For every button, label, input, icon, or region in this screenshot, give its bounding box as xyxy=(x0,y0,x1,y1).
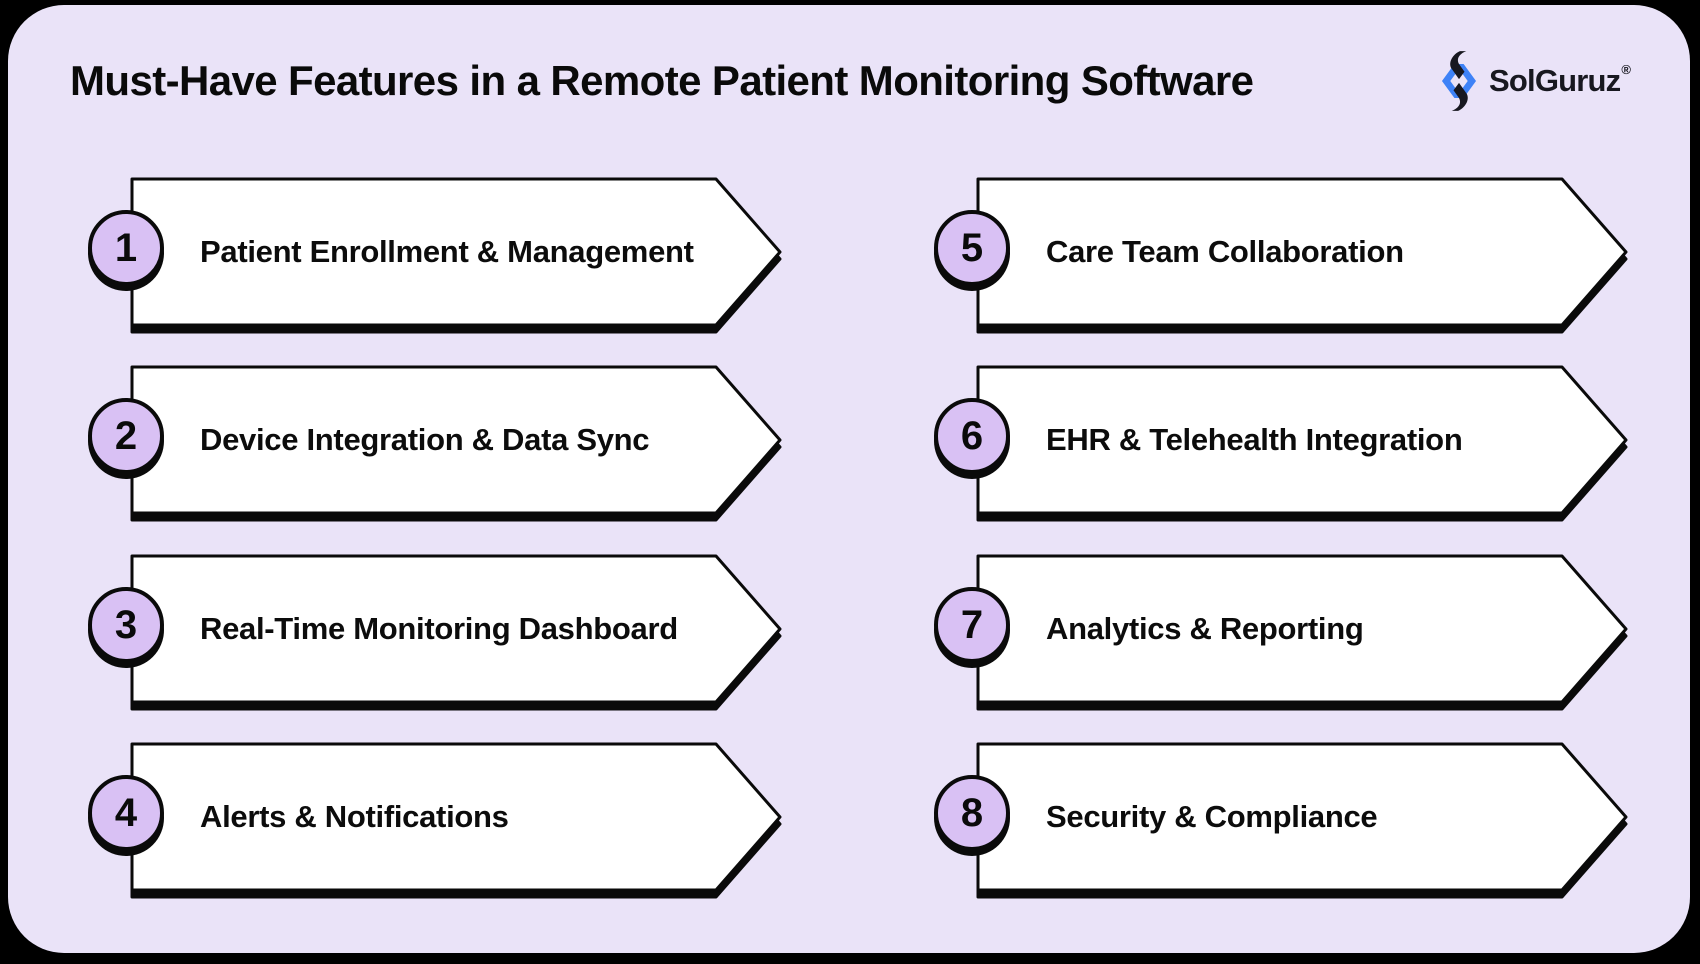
feature-label: Device Integration & Data Sync xyxy=(200,422,650,457)
feature-number-badge: 7 xyxy=(934,587,1010,663)
registered-trademark-symbol: ® xyxy=(1621,61,1631,77)
feature-label: Alerts & Notifications xyxy=(200,799,509,834)
feature-label: Analytics & Reporting xyxy=(1046,611,1364,646)
feature-number-badge: 4 xyxy=(88,775,164,851)
solguruz-logo: SolGuruz ® xyxy=(1436,51,1631,111)
lightning-bolt-icon xyxy=(1441,51,1477,111)
feature-banner-7: 7 Analytics & Reporting xyxy=(934,554,1632,711)
feature-number-badge: 5 xyxy=(934,210,1010,286)
feature-label: Patient Enrollment & Management xyxy=(200,234,694,269)
feature-banner-3: 3 Real-Time Monitoring Dashboard xyxy=(88,554,786,711)
page-title: Must-Have Features in a Remote Patient M… xyxy=(70,57,1254,104)
feature-banner-4: 4 Alerts & Notifications xyxy=(88,742,786,899)
feature-number-badge: 8 xyxy=(934,775,1010,851)
arrow-banner-shape xyxy=(976,554,1628,711)
feature-label: Security & Compliance xyxy=(1046,799,1378,834)
arrow-banner-shape xyxy=(130,554,782,711)
feature-number-badge: 3 xyxy=(88,587,164,663)
arrow-banner-shape xyxy=(976,742,1628,899)
arrow-banner-shape xyxy=(976,365,1628,522)
infographic-card: Must-Have Features in a Remote Patient M… xyxy=(8,5,1690,953)
arrow-banner-shape xyxy=(130,177,782,334)
feature-label: Real-Time Monitoring Dashboard xyxy=(200,611,678,646)
feature-banner-5: 5 Care Team Collaboration xyxy=(934,177,1632,334)
feature-number-badge: 1 xyxy=(88,210,164,286)
feature-banner-8: 8 Security & Compliance xyxy=(934,742,1632,899)
feature-banner-6: 6 EHR & Telehealth Integration xyxy=(934,365,1632,522)
feature-banner-1: 1 Patient Enrollment & Management xyxy=(88,177,786,334)
feature-number-badge: 2 xyxy=(88,398,164,474)
arrow-banner-shape xyxy=(130,365,782,522)
arrow-banner-shape xyxy=(130,742,782,899)
feature-label: EHR & Telehealth Integration xyxy=(1046,422,1463,457)
solguruz-logo-text: SolGuruz ® xyxy=(1489,61,1631,98)
feature-banner-2: 2 Device Integration & Data Sync xyxy=(88,365,786,522)
arrow-banner-shape xyxy=(976,177,1628,334)
logo-wordmark: SolGuruz xyxy=(1489,62,1621,98)
feature-number-badge: 6 xyxy=(934,398,1010,474)
feature-label: Care Team Collaboration xyxy=(1046,234,1404,269)
